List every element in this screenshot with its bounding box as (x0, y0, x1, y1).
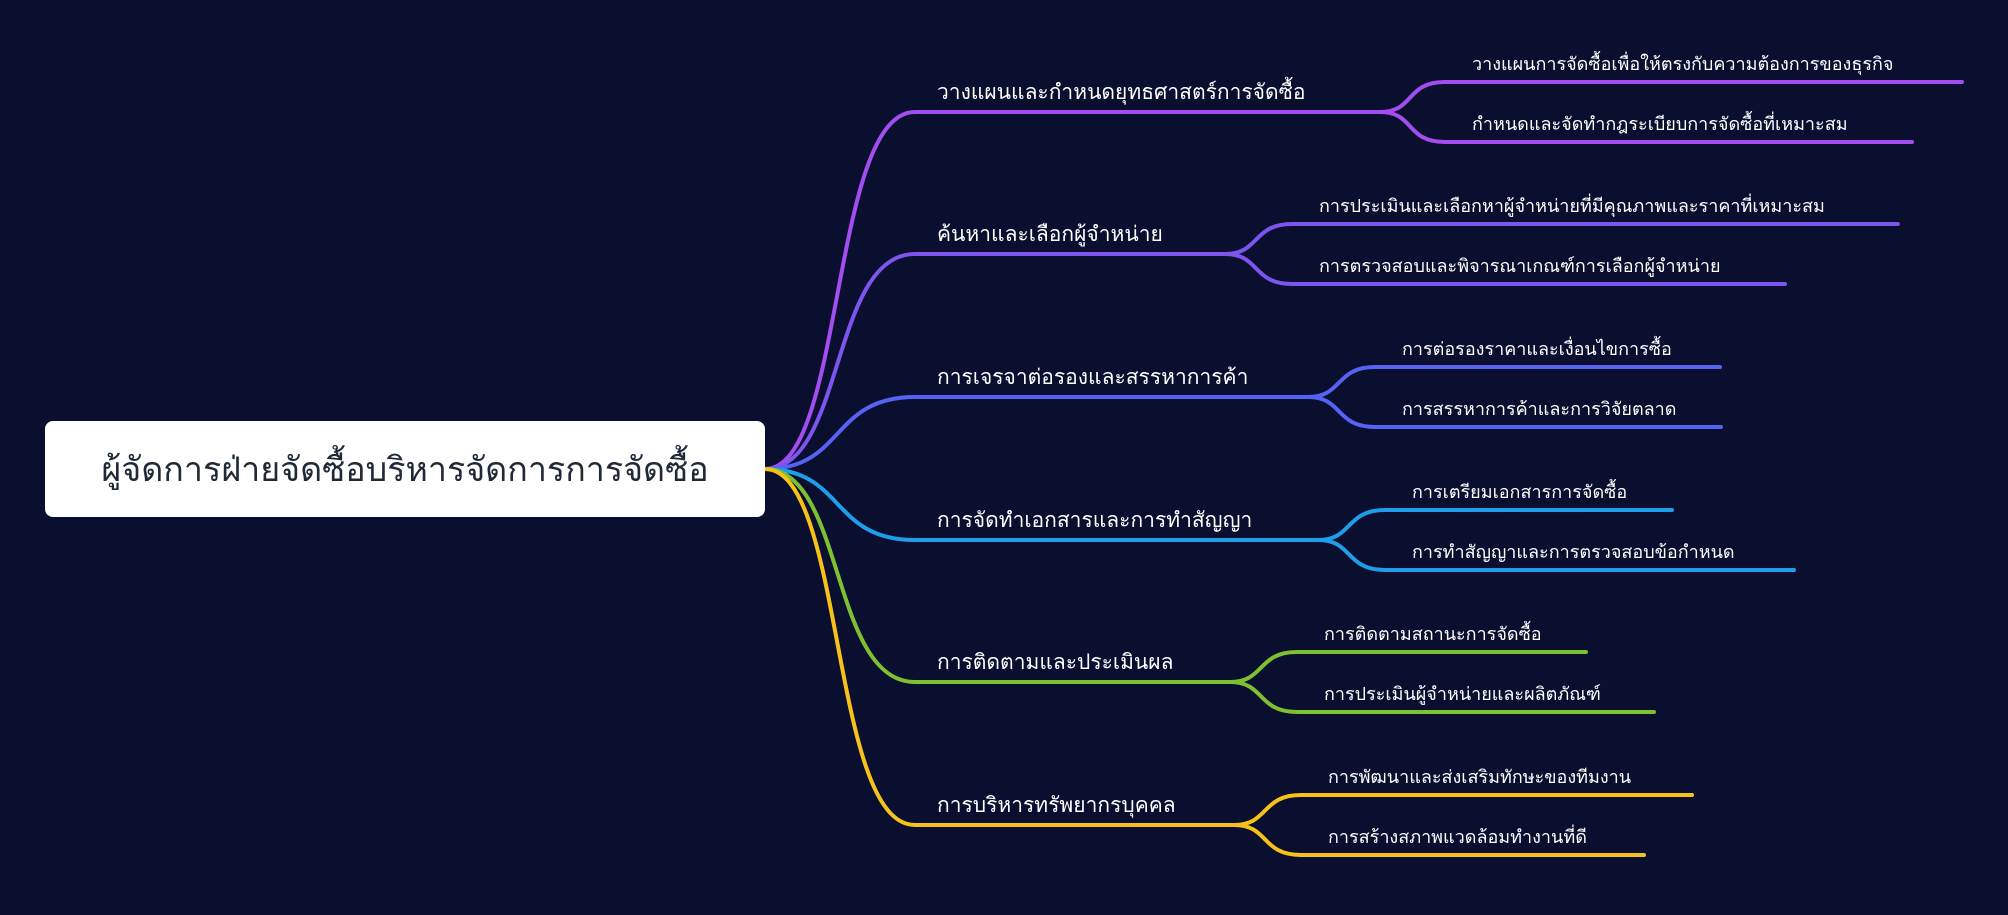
leaf-node[interactable]: การพัฒนาและส่งเสริมทักษะของทีมงาน (1328, 767, 1632, 788)
branch-node-suppliers[interactable]: ค้นหาและเลือกผู้จำหน่าย (937, 222, 1163, 246)
leaf-node[interactable]: การประเมินผู้จำหน่ายและผลิตภัณฑ์ (1324, 684, 1601, 705)
leaf-node[interactable]: การตรวจสอบและพิจารณาเกณฑ์การเลือกผู้จำหน… (1319, 256, 1721, 277)
leaf-connector (1232, 823, 1646, 857)
root-node-label: ผู้จัดการฝ่ายจัดซื้อบริหารจัดการการจัดซื… (101, 450, 709, 490)
leaf-connector (1232, 793, 1694, 827)
leaf-node[interactable]: การสร้างสภาพแวดล้อมทำงานที่ดี (1328, 827, 1587, 848)
leaf-node[interactable]: การทำสัญญาและการตรวจสอบข้อกำหนด (1412, 542, 1735, 563)
branch-connector (763, 467, 1320, 542)
leaf-node[interactable]: การประเมินและเลือกหาผู้จำหน่ายที่มีคุณภา… (1319, 196, 1825, 217)
leaf-connector (1228, 680, 1656, 714)
leaf-connector (1223, 222, 1900, 256)
leaf-connector (1378, 110, 1914, 144)
leaf-connector (1316, 538, 1796, 572)
leaf-node[interactable]: การสรรหาการค้าและการวิจัยตลาด (1402, 399, 1677, 420)
leaf-connector (1223, 252, 1787, 286)
branch-connector (763, 252, 1227, 471)
branch-connector (763, 467, 1232, 684)
leaf-node[interactable]: การเตรียมเอกสารการจัดซื้อ (1412, 482, 1628, 503)
branch-node-monitoring[interactable]: การติดตามและประเมินผล (937, 650, 1174, 674)
branch-node-hr[interactable]: การบริหารทรัพยากรบุคคล (937, 793, 1176, 817)
leaf-connector (1306, 365, 1722, 399)
leaf-node[interactable]: การต่อรองราคาและเงื่อนไขการซื้อ (1402, 339, 1672, 360)
branch-connector (763, 110, 1382, 471)
leaf-connector (1378, 80, 1964, 114)
root-node[interactable]: ผู้จัดการฝ่ายจัดซื้อบริหารจัดการการจัดซื… (45, 421, 765, 517)
leaf-node[interactable]: กำหนดและจัดทำกฎระเบียบการจัดซื้อที่เหมาะ… (1472, 114, 1848, 135)
leaf-node[interactable]: วางแผนการจัดซื้อเพื่อให้ตรงกับความต้องกา… (1472, 54, 1894, 75)
leaf-connector (1316, 508, 1674, 542)
branch-node-negotiation[interactable]: การเจรจาต่อรองและสรรหาการค้า (937, 365, 1249, 389)
branch-node-documents[interactable]: การจัดทำเอกสารและการทำสัญญา (937, 508, 1253, 532)
branch-connector (763, 467, 1236, 827)
branch-connector (763, 395, 1310, 471)
leaf-node[interactable]: การติดตามสถานะการจัดซื้อ (1324, 624, 1542, 645)
leaf-connector (1228, 650, 1588, 684)
branch-node-planning[interactable]: วางแผนและกำหนดยุทธศาสตร์การจัดซื้อ (937, 80, 1306, 104)
leaf-connector (1306, 395, 1723, 429)
